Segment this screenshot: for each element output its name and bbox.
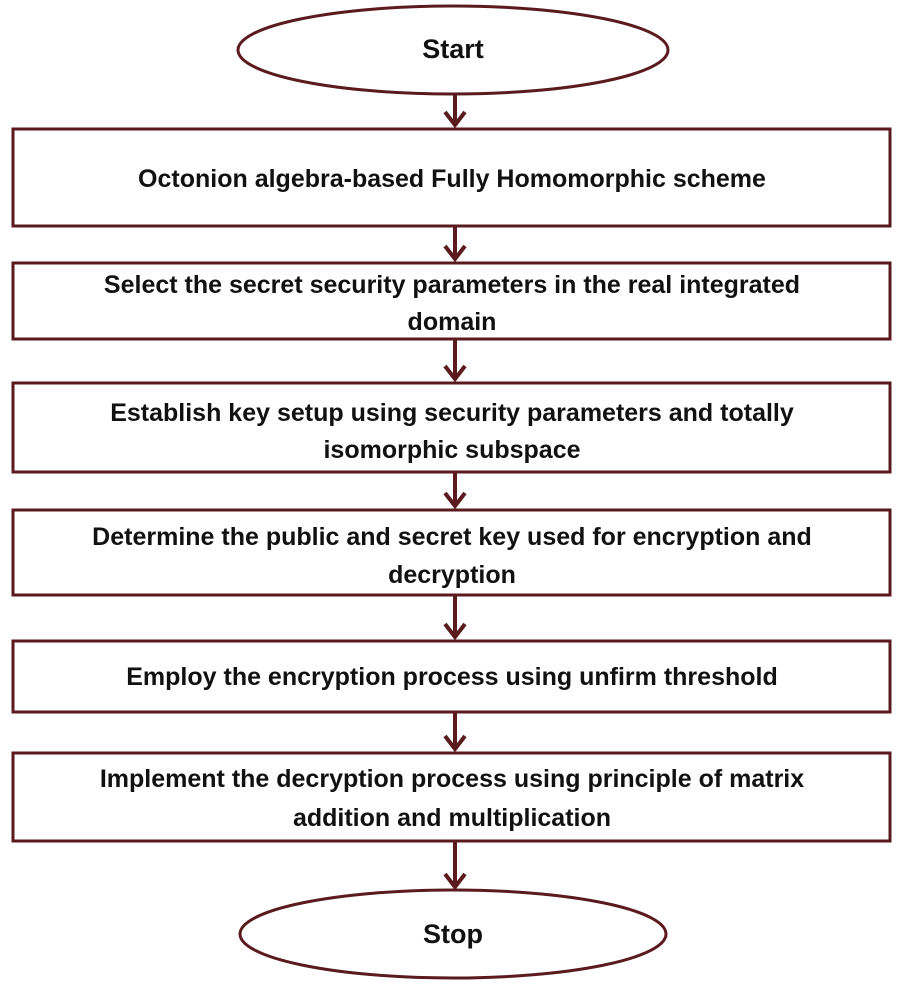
step-4-line-2: decryption	[388, 561, 516, 589]
arrow-step-2-to-step-3	[443, 339, 467, 383]
arrow-start-to-step-1	[443, 94, 467, 129]
step-5-box	[11, 639, 892, 714]
step-5: Employ the encryption process using unfi…	[11, 639, 892, 714]
step-6-line-1: Implement the decryption process using p…	[100, 765, 804, 793]
step-6-line-2: addition and multiplication	[293, 804, 611, 832]
step-1-box	[11, 127, 892, 228]
step-2-line-2: domain	[408, 308, 497, 336]
step-6-box	[11, 751, 892, 843]
step-1: Octonion algebra-based Fully Homomorphic…	[11, 127, 892, 228]
step-3-line-2: isomorphic subspace	[323, 436, 580, 464]
step-2: Select the secret security parameters in…	[11, 261, 892, 341]
step-3-line-1: Establish key setup using security param…	[110, 399, 794, 427]
step-4-box	[11, 508, 892, 597]
start-label: Start	[422, 34, 484, 64]
arrow-step-1-to-step-2	[443, 226, 467, 263]
step-2-line-1: Select the secret security parameters in…	[104, 271, 800, 299]
step-4-line-1: Determine the public and secret key used…	[92, 523, 812, 551]
stop-terminal: Stop	[238, 888, 668, 980]
step-4: Determine the public and secret key used…	[11, 508, 892, 597]
arrow-step-4-to-step-5	[443, 595, 467, 641]
stop-label: Stop	[423, 919, 483, 949]
arrow-step-6-to-stop	[443, 841, 467, 891]
start-terminal: Start	[236, 4, 670, 96]
stop-ellipse	[238, 888, 668, 980]
step-6: Implement the decryption process using p…	[11, 751, 892, 843]
step-3: Establish key setup using security param…	[11, 381, 892, 474]
step-2-box	[11, 261, 892, 341]
arrow-step-3-to-step-4	[443, 472, 467, 510]
step-1-line-1: Octonion algebra-based Fully Homomorphic…	[138, 165, 766, 193]
step-3-box	[11, 381, 892, 474]
step-5-line-1: Employ the encryption process using unfi…	[126, 663, 777, 691]
arrow-step-5-to-step-6	[443, 712, 467, 753]
